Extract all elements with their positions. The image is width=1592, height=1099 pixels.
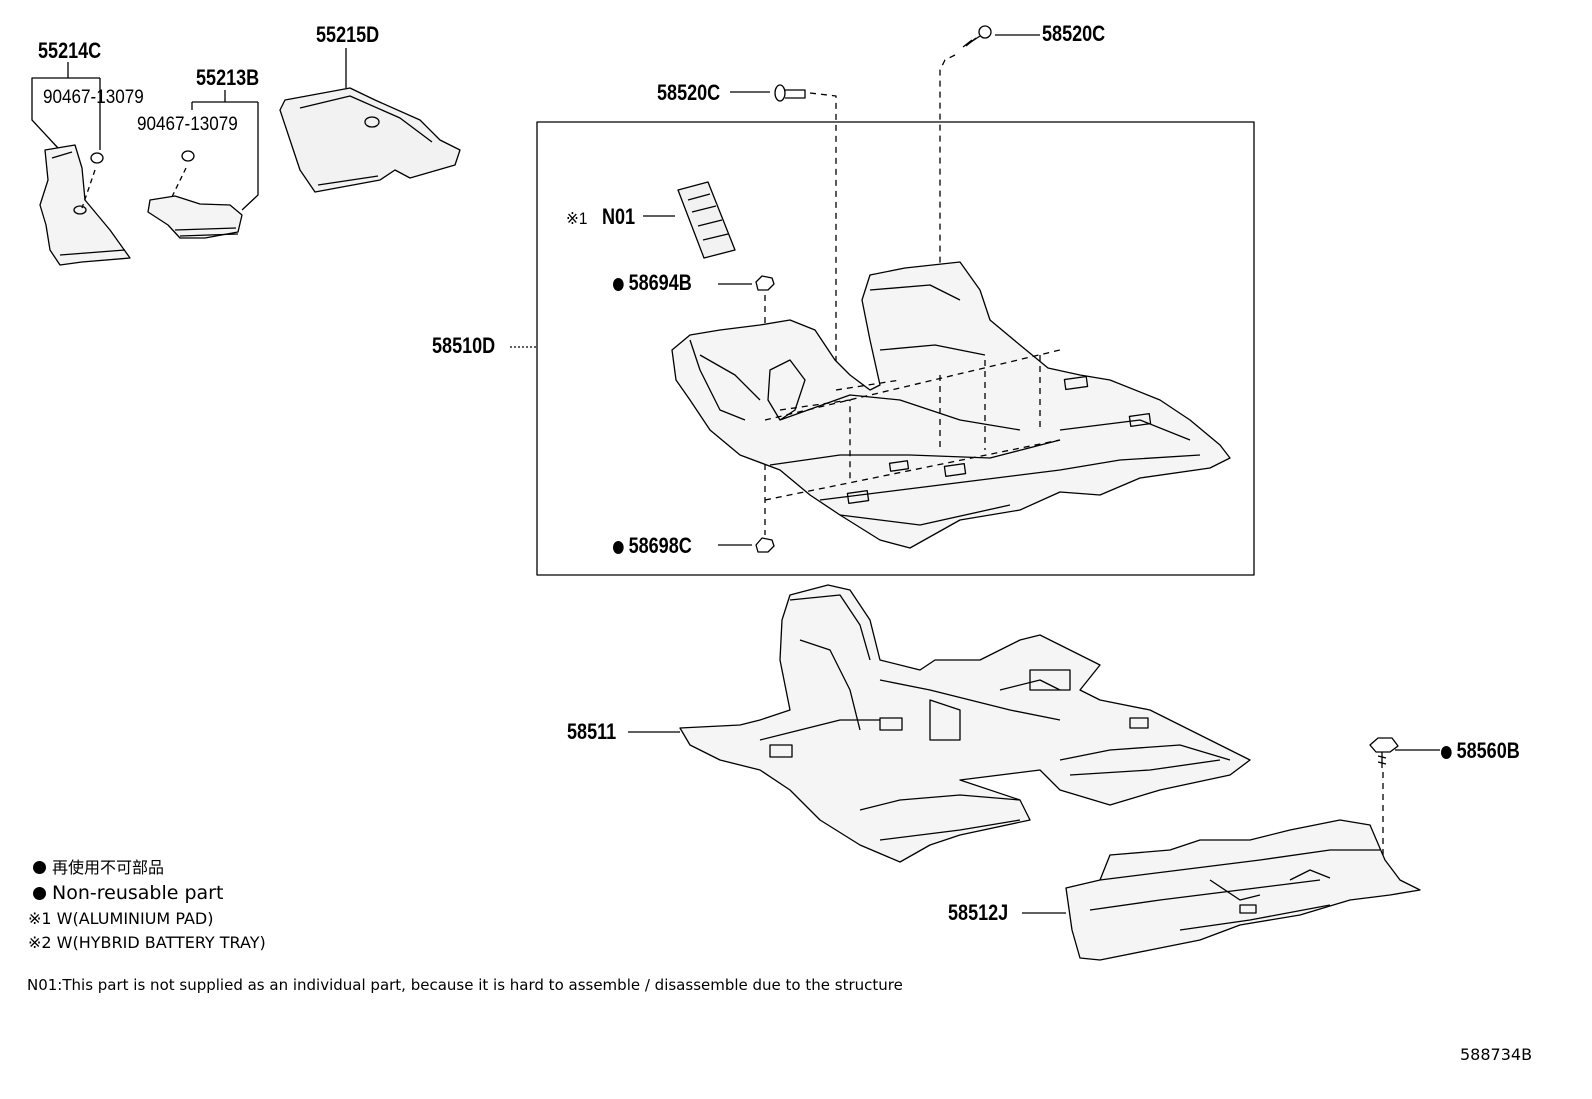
label-58560B-text: 58560B	[1456, 738, 1520, 763]
label-58560B[interactable]: 58560B	[1441, 740, 1520, 762]
non-reusable-dot-icon	[33, 861, 46, 874]
footnote-N01: N01:This part is not supplied as an indi…	[27, 976, 903, 994]
label-90467-13079-b[interactable]: 90467-13079	[137, 114, 238, 135]
label-58510D[interactable]: 58510D	[432, 333, 496, 358]
label-90467-13079-a[interactable]: 90467-13079	[43, 87, 144, 108]
legend-note-2: ※2 W(HYBRID BATTERY TRAY)	[28, 933, 266, 952]
label-55214C[interactable]: 55214C	[38, 38, 102, 63]
part-N01-drawing	[643, 181, 736, 259]
diagram-id: 588734B	[1460, 1045, 1533, 1064]
part-58520C-mid-drawing	[730, 84, 837, 390]
group-box-58510D	[536, 121, 1255, 576]
part-55215D-drawing	[279, 48, 461, 193]
label-58520C-top[interactable]: 58520C	[1042, 21, 1106, 46]
label-N01[interactable]: N01	[602, 204, 636, 229]
legend-en-text: Non-reusable part	[52, 882, 224, 904]
part-58512J-drawing	[1022, 819, 1421, 961]
legend-jp-text: 再使用不可部品	[52, 858, 165, 877]
part-58698C-drawing	[718, 420, 775, 553]
non-reusable-dot-icon	[1441, 746, 1452, 759]
part-58510D-drawing	[671, 261, 1231, 549]
label-58694B[interactable]: 58694B	[613, 272, 692, 294]
label-58520C-mid[interactable]: 58520C	[657, 80, 721, 105]
legend-note-1: ※1 W(ALUMINIUM PAD)	[28, 909, 214, 928]
legend-non-reusable-jp: 再使用不可部品	[33, 860, 164, 876]
part-58560B-drawing	[1369, 737, 1440, 860]
label-58698C-text: 58698C	[628, 533, 692, 558]
label-N01-note-mark: ※1	[566, 209, 588, 228]
label-58511[interactable]: 58511	[567, 719, 617, 744]
part-55214C-drawing	[31, 62, 131, 266]
part-55213B-drawing	[147, 90, 259, 239]
part-58511-drawing	[628, 584, 1251, 863]
label-55213B[interactable]: 55213B	[196, 65, 260, 90]
label-58512J[interactable]: 58512J	[948, 900, 1009, 925]
part-58520C-top-drawing	[939, 25, 1040, 360]
non-reusable-dot-icon	[613, 278, 624, 291]
label-58694B-text: 58694B	[628, 270, 692, 295]
label-55215D[interactable]: 55215D	[316, 22, 380, 47]
non-reusable-dot-icon	[33, 887, 46, 900]
label-58698C[interactable]: 58698C	[613, 535, 692, 557]
legend-non-reusable-en: Non-reusable part	[33, 884, 223, 903]
non-reusable-dot-icon	[613, 541, 624, 554]
